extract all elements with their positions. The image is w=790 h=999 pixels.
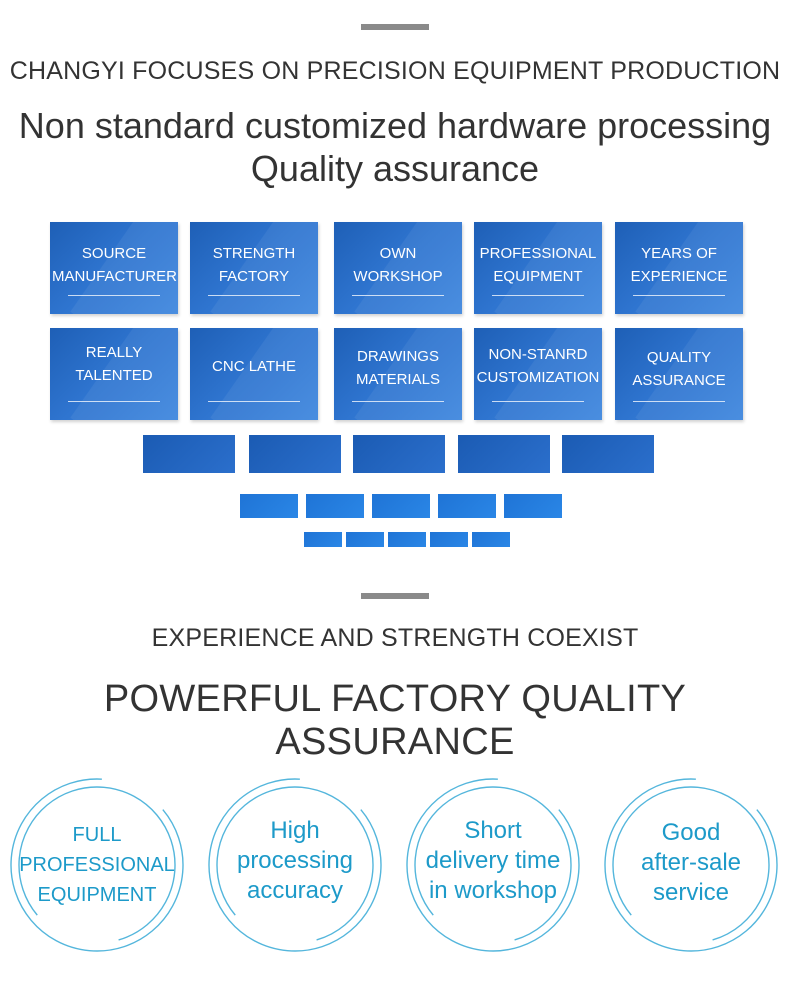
feature-circle-accuracy: High processing accuracy xyxy=(206,776,384,954)
tile-label: OWN xyxy=(379,245,417,262)
decor-bar xyxy=(472,532,510,547)
ring-outline xyxy=(10,778,184,952)
circle-label: accuracy xyxy=(246,877,344,904)
tile-underline xyxy=(68,295,160,296)
circle-label: service xyxy=(652,879,730,906)
decor-bar xyxy=(353,435,445,473)
tile-label: SOURCE xyxy=(81,245,147,262)
tile-label: REALLY xyxy=(85,344,143,361)
tile-label: STRENGTH xyxy=(212,245,296,262)
headline-line-2: Quality assurance xyxy=(250,148,540,189)
middle-divider xyxy=(361,593,429,599)
tile-label: TALENTED xyxy=(75,367,153,384)
decor-bar xyxy=(346,532,384,547)
decor-bar xyxy=(562,435,654,473)
tile-label: MATERIALS xyxy=(356,371,440,388)
decor-bar xyxy=(388,532,426,547)
tile-label: CUSTOMIZATION xyxy=(476,369,600,386)
tile-underline xyxy=(208,401,300,402)
decor-bar xyxy=(430,532,468,547)
tile-label: QUALITY xyxy=(646,349,712,366)
tile-label: NON-STANRD xyxy=(488,346,588,363)
tile-underline xyxy=(352,295,444,296)
ring-outline xyxy=(406,778,580,952)
tile-underline xyxy=(633,401,725,402)
tile-really-talented: REALLY TALENTED xyxy=(50,328,178,420)
decor-bar xyxy=(438,494,496,518)
tile-underline xyxy=(68,401,160,402)
tile-non-standard-customization: NON-STANRD CUSTOMIZATION xyxy=(474,328,602,420)
ring-outline xyxy=(208,778,382,952)
decor-bar xyxy=(372,494,430,518)
tile-label: ASSURANCE xyxy=(632,372,726,389)
circle-label: High xyxy=(270,817,320,844)
tile-underline xyxy=(633,295,725,296)
feature-circle-delivery: Short delivery time in workshop xyxy=(404,776,582,954)
headline-line-1: Non standard customized hardware process… xyxy=(18,105,772,146)
circle-label: after-sale xyxy=(640,849,742,876)
circle-label: in workshop xyxy=(428,877,558,904)
section-kicker: EXPERIENCE AND STRENGTH COEXIST xyxy=(151,624,639,652)
tile-drawings-materials: DRAWINGS MATERIALS xyxy=(334,328,462,420)
circle-label: processing xyxy=(236,847,354,874)
tile-strength-factory: STRENGTH FACTORY xyxy=(190,222,318,314)
tile-label: DRAWINGS xyxy=(357,348,439,365)
tile-years-of-experience: YEARS OF EXPERIENCE xyxy=(615,222,743,314)
circle-label: Good xyxy=(661,819,721,846)
tile-cnc-lathe: CNC LATHE xyxy=(190,328,318,420)
feature-circle-service: Good after-sale service xyxy=(602,776,780,954)
circle-label: delivery time xyxy=(425,847,561,874)
section-headline: POWERFUL FACTORY QUALITY ASSURANCE xyxy=(103,678,687,763)
tile-quality-assurance: QUALITY ASSURANCE xyxy=(615,328,743,420)
decor-bar xyxy=(304,532,342,547)
tile-underline xyxy=(492,295,584,296)
circle-label: FULL xyxy=(72,824,122,846)
decor-bar xyxy=(458,435,550,473)
decor-bar xyxy=(249,435,341,473)
tile-underline xyxy=(352,401,444,402)
section-kicker: CHANGYI FOCUSES ON PRECISION EQUIPMENT P… xyxy=(9,57,781,85)
top-divider xyxy=(361,24,429,30)
tile-own-workshop: OWN WORKSHOP xyxy=(334,222,462,314)
decor-bar xyxy=(143,435,235,473)
tile-label: WORKSHOP xyxy=(353,268,443,285)
tile-underline xyxy=(492,401,584,402)
tile-label: EXPERIENCE xyxy=(630,268,728,285)
circle-label: EQUIPMENT xyxy=(37,884,157,906)
tile-label: YEARS OF xyxy=(641,245,717,262)
tile-label: FACTORY xyxy=(218,268,290,285)
tile-label: CNC LATHE xyxy=(212,358,296,375)
tile-source-manufacturer: SOURCE MANUFACTURER xyxy=(50,222,178,314)
tile-label: MANUFACTURER xyxy=(52,268,178,285)
decor-bar xyxy=(240,494,298,518)
section-headline: Non standard customized hardware process… xyxy=(0,104,790,190)
tile-professional-equipment: PROFESSIONAL EQUIPMENT xyxy=(474,222,602,314)
tile-label: EQUIPMENT xyxy=(493,268,583,285)
circle-label: PROFESSIONAL xyxy=(19,854,175,876)
tile-label: PROFESSIONAL xyxy=(479,245,597,262)
ring-outline xyxy=(604,778,778,952)
tile-underline xyxy=(208,295,300,296)
circle-label: Short xyxy=(464,817,522,844)
feature-circle-equipment: FULL PROFESSIONAL EQUIPMENT xyxy=(8,776,186,954)
decor-bar xyxy=(504,494,562,518)
decor-bar xyxy=(306,494,364,518)
